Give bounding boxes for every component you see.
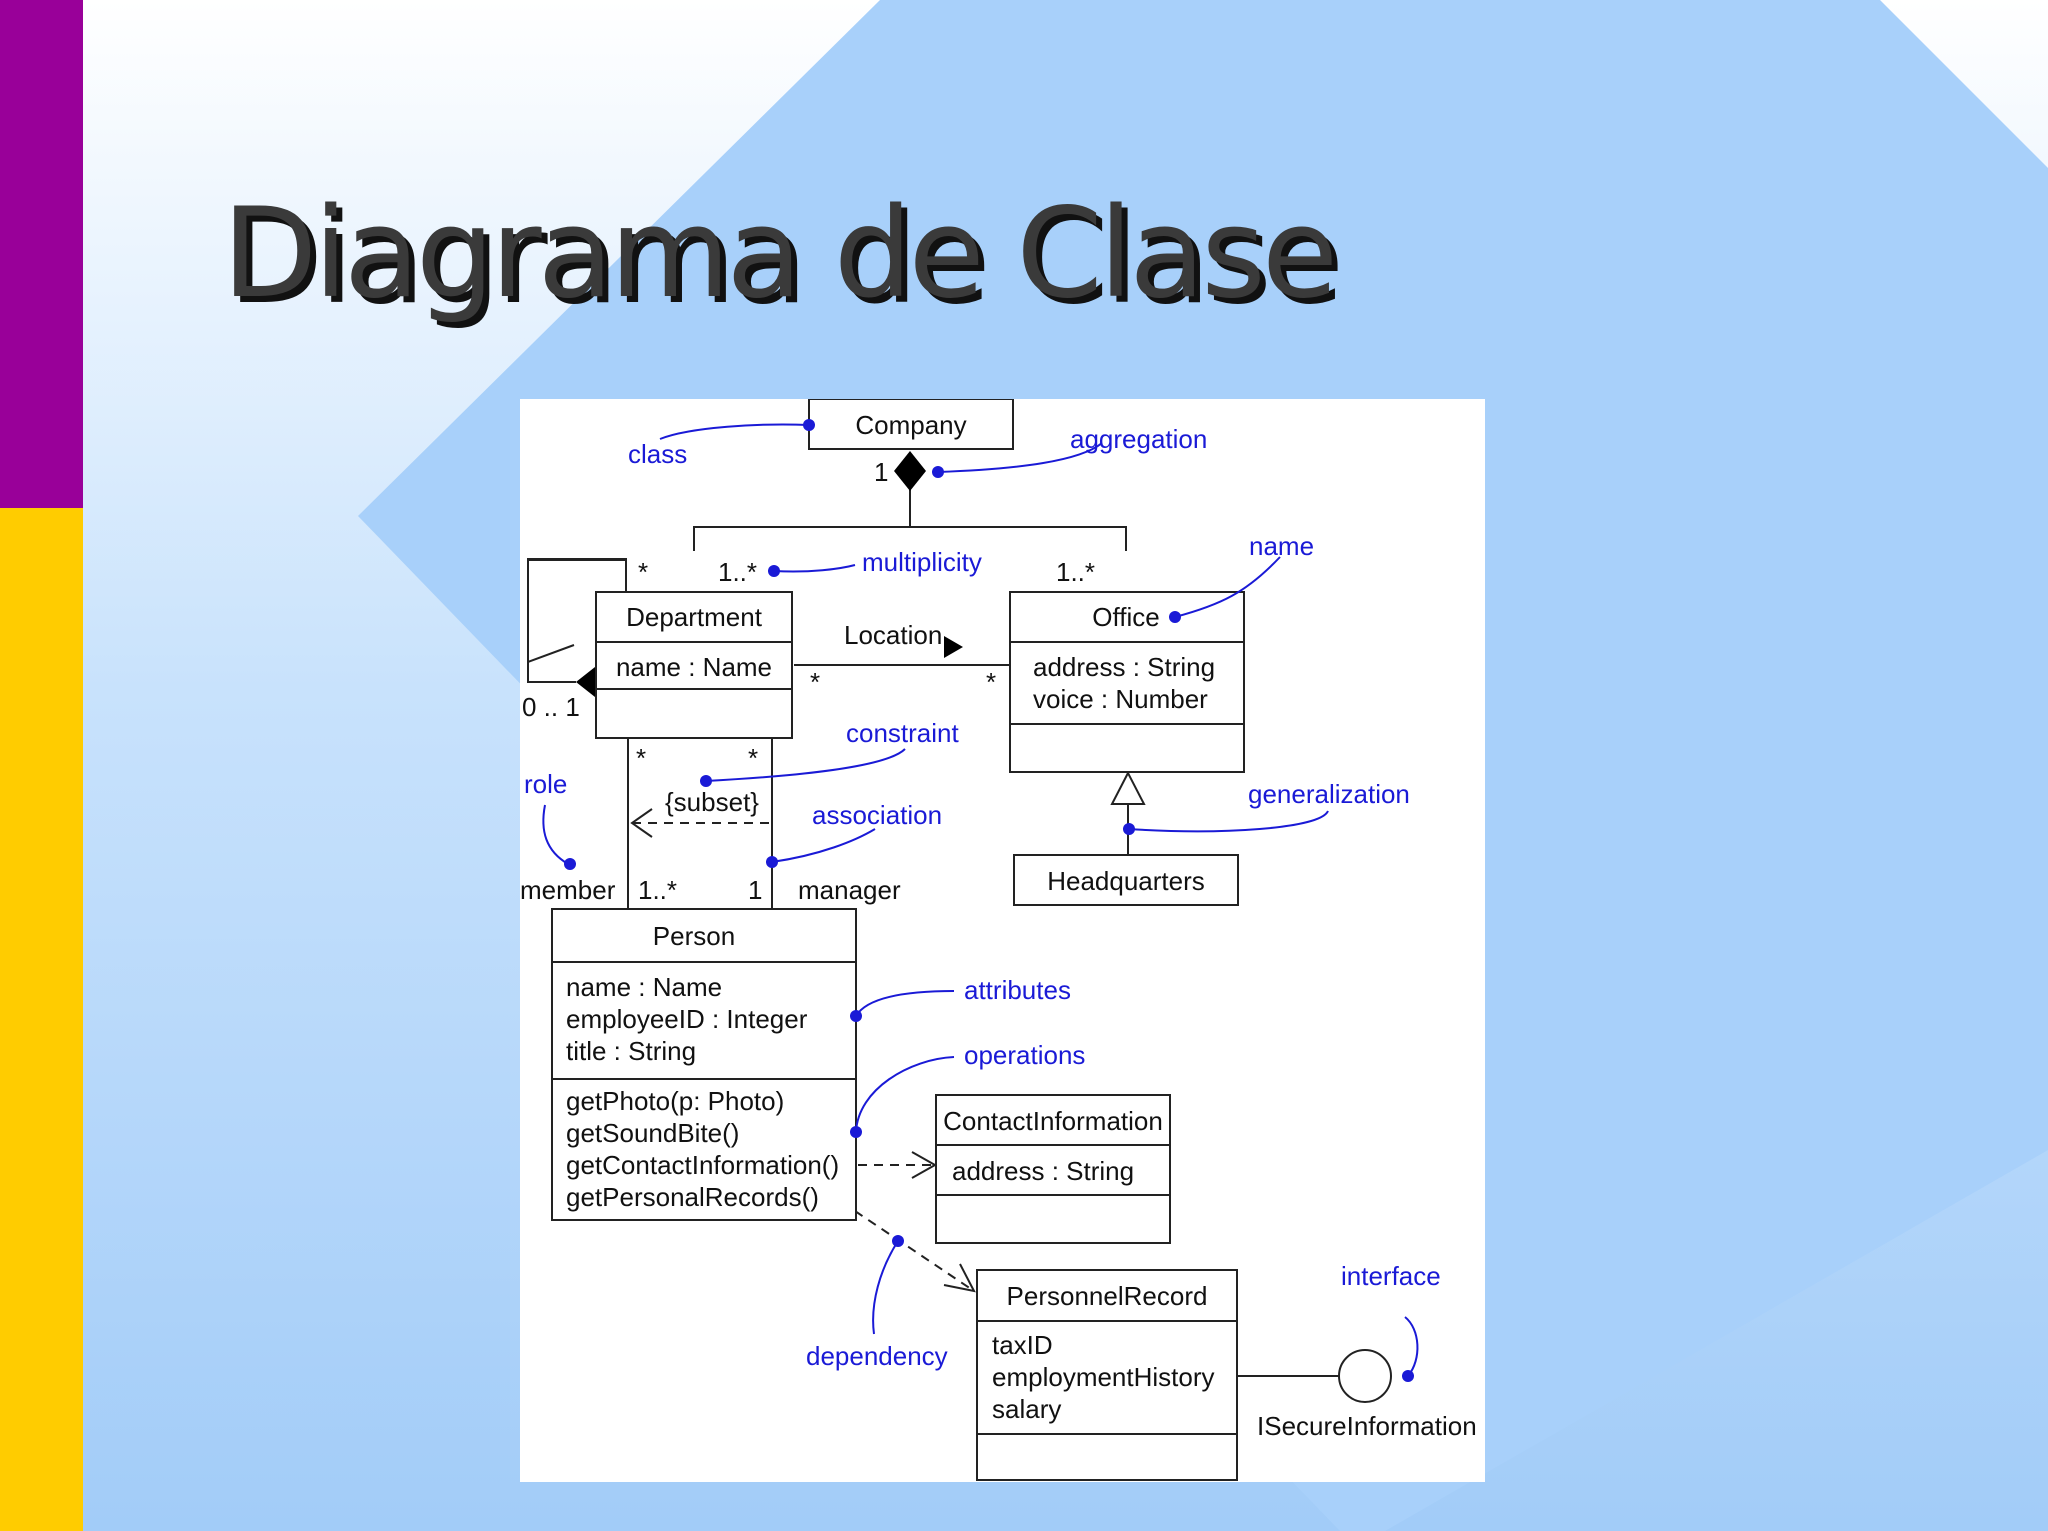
operations-annotation-leader (855, 1056, 955, 1133)
multiplicity-company-department: 1..* (718, 557, 757, 587)
multiplicity-manager-end: 1 (748, 875, 762, 905)
class-personnel-record: PersonnelRecord taxID employmentHistory … (976, 1269, 1238, 1481)
class-contact-information: ContactInformation address : String (935, 1094, 1171, 1244)
interface-lollipop-icon (1338, 1349, 1392, 1403)
aggregation-annotation-leader (937, 442, 1103, 473)
multiplicity-company-office: 1..* (1056, 557, 1095, 587)
multiplicity-department-self-range: 0 .. 1 (522, 692, 580, 722)
dependency-annotation-dot (892, 1235, 904, 1247)
name-annotation-leader (1174, 556, 1281, 618)
annotation-dependency: dependency (806, 1341, 948, 1371)
class-person-attribute: employeeID : Integer (566, 1004, 808, 1034)
class-department-attribute: name : Name (616, 652, 772, 682)
multiplicity-annotation-dot (768, 565, 780, 577)
association-annotation-leader (771, 828, 876, 863)
class-person: Person name : Name employeeID : Integer … (551, 908, 857, 1221)
class-office-attribute: voice : Number (1033, 684, 1208, 714)
aggregation-annotation-dot (932, 466, 944, 478)
constraint-annotation-dot (700, 775, 712, 787)
class-person-operation: getSoundBite() (566, 1118, 739, 1148)
class-person-name: Person (653, 921, 735, 951)
class-contact-information-name: ContactInformation (943, 1106, 1163, 1136)
class-personnel-record-name: PersonnelRecord (1007, 1281, 1208, 1311)
attributes-annotation-dot (850, 1010, 862, 1022)
interface-annotation-leader (1404, 1316, 1419, 1377)
subset-arrowhead (630, 808, 653, 838)
class-annotation-leader (659, 423, 810, 440)
uml-class-diagram: Company Department name : Name Office ad… (520, 399, 1485, 1482)
class-person-attribute: title : String (566, 1036, 696, 1066)
interface-annotation-dot (1402, 1370, 1414, 1382)
interface-name-label: ISecureInformation (1257, 1411, 1477, 1441)
record-dependency-arrow (854, 1210, 975, 1292)
annotation-name: name (1249, 531, 1314, 561)
department-self-loop (527, 558, 627, 683)
multiplicity-location-office: * (986, 667, 996, 697)
annotation-class: class (628, 439, 687, 469)
class-annotation-dot (803, 419, 815, 431)
multiplicity-department-self-star: * (638, 557, 648, 587)
multiplicity-member-star: * (636, 743, 646, 773)
location-direction-arrow (944, 636, 963, 658)
class-office: Office address : String voice : Number (1009, 591, 1245, 773)
multiplicity-member-end: 1..* (638, 875, 677, 905)
class-headquarters: Headquarters (1013, 854, 1239, 906)
slide-title: Diagrama de Clase (222, 182, 1338, 326)
company-aggregation-diamond (894, 451, 926, 491)
annotation-aggregation: aggregation (1070, 424, 1207, 454)
annotation-multiplicity: multiplicity (862, 547, 982, 577)
multiplicity-company-one: 1 (874, 457, 888, 487)
association-annotation-dot (766, 856, 778, 868)
multiplicity-location-department: * (810, 667, 820, 697)
company-branch-line (693, 526, 1127, 551)
dependency-annotation-leader (872, 1240, 899, 1335)
association-name-location: Location (844, 620, 942, 650)
class-company: Company (808, 399, 1014, 450)
annotation-attributes: attributes (964, 975, 1071, 1005)
role-annotation-leader (542, 804, 569, 865)
role-member-label: member (520, 875, 616, 905)
name-annotation-dot (1169, 611, 1181, 623)
constraint-annotation-leader (705, 748, 906, 782)
class-personnel-record-attribute: salary (992, 1394, 1061, 1424)
multiplicity-manager-star: * (748, 743, 758, 773)
role-manager-label: manager (798, 875, 901, 905)
class-person-attribute: name : Name (566, 972, 722, 1002)
annotation-association: association (812, 800, 942, 830)
class-office-attribute: address : String (1033, 652, 1215, 682)
generalization-triangle (1110, 770, 1146, 805)
annotation-interface: interface (1341, 1261, 1441, 1291)
role-annotation-dot (564, 858, 576, 870)
class-contact-information-attribute: address : String (952, 1156, 1134, 1186)
class-headquarters-name: Headquarters (1047, 866, 1205, 896)
constraint-subset-label: {subset} (665, 787, 759, 817)
annotation-constraint: constraint (846, 718, 959, 748)
class-person-operation: getPersonalRecords() (566, 1182, 819, 1212)
class-personnel-record-attribute: taxID (992, 1330, 1053, 1360)
class-department-name: Department (626, 602, 763, 632)
class-person-operation: getContactInformation() (566, 1150, 839, 1180)
operations-annotation-dot (850, 1126, 862, 1138)
annotation-role: role (524, 769, 567, 799)
annotation-operations: operations (964, 1040, 1085, 1070)
generalization-annotation-leader (1128, 810, 1329, 833)
annotation-generalization: generalization (1248, 779, 1410, 809)
attributes-annotation-leader (855, 990, 955, 1017)
class-person-operation: getPhoto(p: Photo) (566, 1086, 784, 1116)
record-dependency-arrowhead (943, 1263, 976, 1293)
sidebar-purple-block (0, 0, 83, 508)
class-office-name: Office (1092, 602, 1159, 632)
multiplicity-annotation-leader (773, 564, 856, 573)
class-personnel-record-attribute: employmentHistory (992, 1362, 1215, 1392)
generalization-annotation-dot (1123, 823, 1135, 835)
sidebar-yellow-block (0, 508, 83, 1531)
class-company-name: Company (855, 410, 966, 440)
class-department: Department name : Name (595, 591, 793, 739)
